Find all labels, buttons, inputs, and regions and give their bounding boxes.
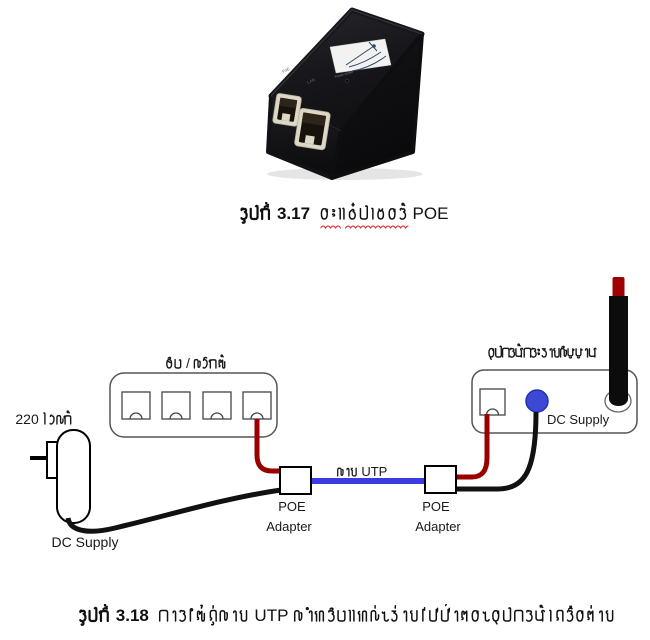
caption-317-suffix: POE [412,204,449,223]
hub-box [109,372,278,438]
device-port [479,388,506,416]
caption-318-number: 3.18 [78,604,149,626]
rj45-ports [272,93,331,151]
dc-jack [525,389,549,413]
cable-red-left [254,419,281,474]
antenna-red-tip [612,277,625,299]
port-label-poe: PoE [281,66,290,74]
port-label-lan: LAN [306,77,316,85]
utp-cable-label: UTP [337,463,387,481]
rj45-port-lan [294,107,331,151]
led-dot [344,78,350,84]
caption-317-word [320,202,408,223]
figure-caption-318: 3.18 UTP [78,604,615,628]
distribution-device-label [487,343,597,363]
figure-caption-317: 3.17 POE [240,202,449,229]
dc-supply-left-label: DC Supply [51,534,119,550]
cable-black-left [65,487,282,534]
hub-ports [121,391,272,420]
poe2-label-line1: POE [422,499,450,514]
edge-highlight [270,9,423,97]
poe1-label-line1: POE [278,499,306,514]
ubiquiti-logo-icon [345,41,387,72]
adapter-label [329,38,392,74]
spellcheck-squiggle [320,225,409,229]
poe-adapter-photo: Power Active PoE LAN [266,7,425,180]
caption-318-text: UTP [158,604,615,626]
poe2-label-line2: Adapter [415,519,461,534]
adapter-side-face [330,32,424,180]
caption-317-number: 3.17 [240,202,310,224]
poe-adapter-2-box [424,465,457,494]
distribution-device-box [471,369,638,434]
poe1-label-line2: Adapter [266,519,312,534]
rj45-port-poe [272,93,302,127]
cable-red-right [455,414,490,480]
voltage-label: 220 [15,410,72,430]
antenna-rod [609,296,628,407]
dc-supply-right-label: DC Supply [547,412,610,427]
dc-supply-plug [30,429,91,524]
hub-label: / [165,354,226,374]
cable-black-right [455,411,539,492]
plug-body [56,429,91,524]
poe-adapter-1-box [279,466,312,495]
label-power-active: Power Active [334,70,354,79]
